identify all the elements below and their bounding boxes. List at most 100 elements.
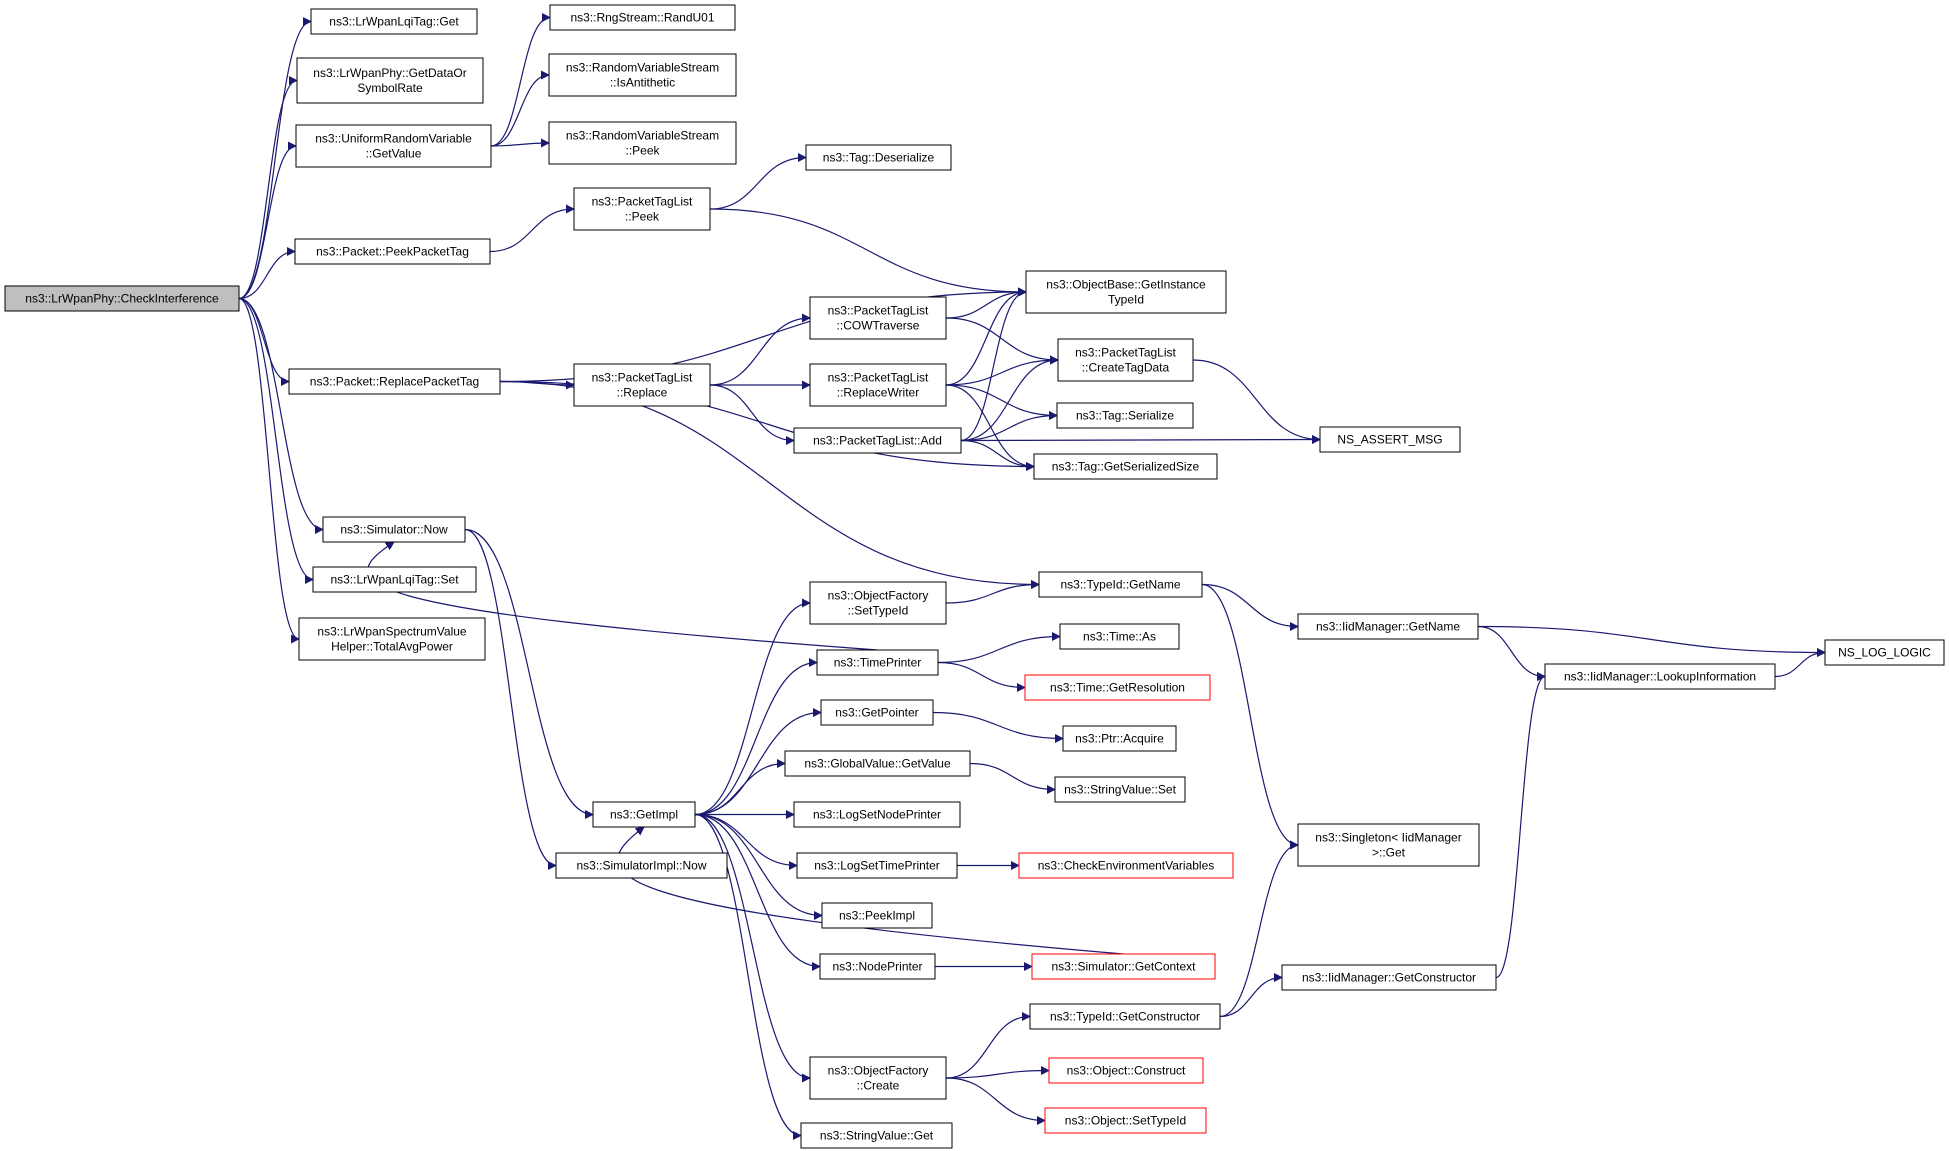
node-ptlAdd[interactable]: ns3::PacketTagList::Add — [793, 427, 962, 454]
node-label: ns3::ObjectFactory — [828, 1064, 929, 1078]
node-box — [296, 57, 484, 104]
node-label: ns3::Simulator::GetContext — [1051, 960, 1196, 974]
edge-ptlAdd-to-nsAssertMsg — [960, 435, 1321, 445]
node-svGet[interactable]: ns3::StringValue::Get — [800, 1122, 953, 1149]
node-box — [800, 1122, 953, 1149]
node-gvGetValue[interactable]: ns3::GlobalValue::GetValue — [784, 750, 971, 777]
node-iidGetCtor[interactable]: ns3::IidManager::GetConstructor — [1281, 964, 1497, 991]
node-label: ::Peek — [625, 144, 660, 158]
node-ptrAcquire[interactable]: ns3::Ptr::Acquire — [1062, 725, 1177, 752]
node-lqiGet[interactable]: ns3::LrWpanLqiTag::Get — [310, 8, 478, 35]
node-ptlReplace[interactable]: ns3::PacketTagList::Replace — [573, 363, 711, 407]
node-objSetTypeId[interactable]: ns3::Object::SetTypeId — [1044, 1107, 1207, 1134]
edge-getImpl-to-timePrinter — [694, 658, 818, 816]
node-label: ns3::PacketTagList — [828, 304, 929, 318]
node-isAntithetic[interactable]: ns3::RandomVariableStream::IsAntithetic — [548, 53, 737, 97]
node-iidGetName[interactable]: ns3::IidManager::GetName — [1297, 613, 1479, 640]
node-logSetTimePrinter[interactable]: ns3::LogSetTimePrinter — [796, 852, 958, 879]
node-rvsPeek[interactable]: ns3::RandomVariableStream::Peek — [548, 121, 737, 165]
node-objConstruct[interactable]: ns3::Object::Construct — [1048, 1057, 1204, 1084]
node-simNow[interactable]: ns3::Simulator::Now — [322, 516, 466, 543]
edge-root-to-lqiGet — [238, 17, 312, 300]
edge-ptlAdd-to-tagSerialize — [960, 411, 1058, 442]
node-replacePacketTag[interactable]: ns3::Packet::ReplacePacketTag — [288, 368, 501, 395]
edge-iidGetName-to-nsLogLogic — [1477, 625, 1826, 657]
node-checkEnv[interactable]: ns3::CheckEnvironmentVariables — [1018, 852, 1234, 879]
node-label: ns3::GetPointer — [835, 706, 918, 720]
node-timeAs[interactable]: ns3::Time::As — [1059, 623, 1180, 650]
node-label: ns3::Tag::Deserialize — [823, 151, 935, 165]
node-ptlPeek[interactable]: ns3::PacketTagList::Peek — [573, 187, 711, 231]
node-urvGetValue[interactable]: ns3::UniformRandomVariable::GetValue — [295, 124, 492, 168]
node-iidLookup[interactable]: ns3::IidManager::LookupInformation — [1544, 663, 1776, 690]
edge-urvGetValue-to-rvsPeek — [490, 138, 550, 148]
node-box — [1033, 453, 1218, 480]
edge-replaceWriter-to-objGetInstance — [945, 287, 1027, 386]
node-getPointer[interactable]: ns3::GetPointer — [820, 699, 934, 726]
edge-getImpl-to-gvGetValue — [694, 759, 786, 816]
node-label: ::IsAntithetic — [610, 76, 675, 90]
edge-urvGetValue-to-isAntithetic — [490, 70, 550, 147]
node-box — [809, 363, 947, 407]
node-typeIdGetCtor[interactable]: ns3::TypeId::GetConstructor — [1029, 1003, 1221, 1030]
node-replaceWriter[interactable]: ns3::PacketTagList::ReplaceWriter — [809, 363, 947, 407]
node-singletonGet[interactable]: ns3::Singleton< IidManager>::Get — [1297, 823, 1480, 867]
node-root[interactable]: ns3::LrWpanPhy::CheckInterference — [4, 285, 240, 312]
node-box — [1057, 338, 1194, 382]
node-peekImpl[interactable]: ns3::PeekImpl — [821, 902, 933, 929]
node-label: ns3::RngStream::RandU01 — [570, 11, 714, 25]
node-label: ::GetValue — [366, 147, 422, 161]
node-label: ns3::LogSetTimePrinter — [814, 859, 940, 873]
node-tagSerialize[interactable]: ns3::Tag::Serialize — [1056, 402, 1194, 429]
node-box — [298, 617, 486, 661]
node-simImplNow[interactable]: ns3::SimulatorImpl::Now — [555, 852, 728, 879]
node-tagDeserialize[interactable]: ns3::Tag::Deserialize — [805, 144, 952, 171]
node-box — [1319, 426, 1461, 453]
node-timeGetRes[interactable]: ns3::Time::GetResolution — [1024, 674, 1211, 701]
node-getImpl[interactable]: ns3::GetImpl — [592, 801, 696, 828]
edge-root-to-lqiSet — [238, 297, 314, 584]
node-nodePrinter[interactable]: ns3::NodePrinter — [819, 953, 936, 980]
node-label: ::ReplaceWriter — [837, 386, 919, 400]
edge-ptlPeek-to-tagDeserialize — [709, 153, 807, 210]
node-createTagData[interactable]: ns3::PacketTagList::CreateTagData — [1057, 338, 1194, 382]
node-peekPacketTag[interactable]: ns3::Packet::PeekPacketTag — [294, 238, 491, 265]
node-typeIdGetName[interactable]: ns3::TypeId::GetName — [1038, 571, 1203, 598]
node-lqiSet[interactable]: ns3::LrWpanLqiTag::Set — [312, 566, 477, 593]
node-box — [784, 750, 971, 777]
node-randU01[interactable]: ns3::RngStream::RandU01 — [549, 4, 736, 31]
node-totalAvgPower[interactable]: ns3::LrWpanSpectrumValueHelper::TotalAvg… — [298, 617, 486, 661]
node-box — [1297, 823, 1480, 867]
node-logSetNodePrinter[interactable]: ns3::LogSetNodePrinter — [793, 801, 961, 828]
edge-ptlAdd-to-tagGetSerSize — [960, 439, 1035, 471]
edge-ofCreate-to-typeIdGetCtor — [945, 1012, 1031, 1079]
node-tagGetSerSize[interactable]: ns3::Tag::GetSerializedSize — [1033, 453, 1218, 480]
edge-typeIdGetName-to-singletonGet — [1201, 583, 1299, 850]
node-box — [1038, 571, 1203, 598]
node-label: NS_LOG_LOGIC — [1838, 646, 1931, 660]
node-nsLogLogic[interactable]: NS_LOG_LOGIC — [1824, 639, 1945, 666]
node-label: ns3::LrWpanPhy::GetDataOr — [313, 66, 466, 80]
node-timePrinter[interactable]: ns3::TimePrinter — [816, 649, 939, 676]
node-label: ns3::Ptr::Acquire — [1075, 732, 1164, 746]
node-simGetContext[interactable]: ns3::Simulator::GetContext — [1031, 953, 1216, 980]
edge-replaceWriter-to-tagSerialize — [945, 384, 1058, 420]
node-cowTraverse[interactable]: ns3::PacketTagList::COWTraverse — [809, 296, 947, 340]
edge-typeIdGetName-to-iidGetName — [1201, 583, 1299, 631]
node-label: ns3::PacketTagList — [1075, 346, 1176, 360]
node-ofSetTypeId[interactable]: ns3::ObjectFactory::SetTypeId — [809, 581, 947, 625]
node-label: ns3::Time::GetResolution — [1050, 681, 1185, 695]
node-label: ns3::Simulator::Now — [340, 523, 448, 537]
node-label: ns3::RandomVariableStream — [566, 129, 719, 143]
edges-layer — [238, 13, 1826, 1140]
edge-ofCreate-to-objConstruct — [945, 1066, 1050, 1079]
edge-simNow-to-getImpl — [464, 528, 594, 819]
node-svSet[interactable]: ns3::StringValue::Set — [1054, 776, 1186, 803]
node-ofCreate[interactable]: ns3::ObjectFactory::Create — [809, 1056, 947, 1100]
edge-getImpl-to-svGet — [694, 813, 802, 1140]
node-label: SymbolRate — [357, 81, 423, 95]
node-nsAssertMsg[interactable]: NS_ASSERT_MSG — [1319, 426, 1461, 453]
node-box — [1031, 953, 1216, 980]
